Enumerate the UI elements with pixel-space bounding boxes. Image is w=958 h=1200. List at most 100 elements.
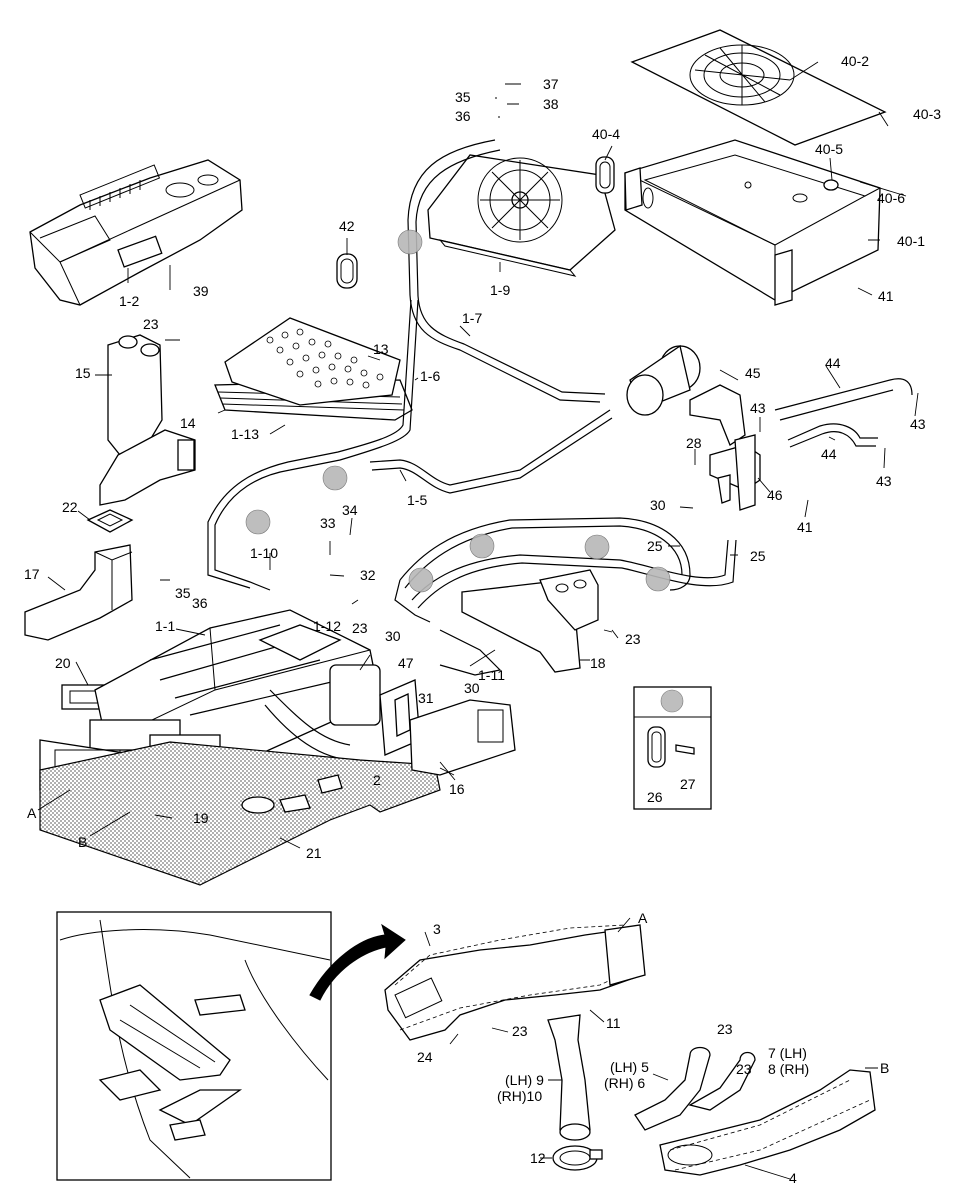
label-8-RH: 8 (RH) bbox=[768, 1061, 809, 1077]
condenser-1-9 bbox=[427, 154, 616, 277]
label-15: 15 bbox=[75, 365, 91, 381]
label-23: 23 bbox=[352, 620, 368, 636]
gasket-22 bbox=[86, 509, 134, 533]
label-12: 12 bbox=[530, 1150, 546, 1166]
label-47: 47 bbox=[398, 655, 414, 671]
label-41: 41 bbox=[878, 288, 894, 304]
filter-assembly-13 bbox=[214, 317, 413, 421]
label-43: 43 bbox=[910, 416, 926, 432]
label-30: 30 bbox=[385, 628, 401, 644]
label-28: 28 bbox=[686, 435, 702, 451]
compressor-assembly bbox=[626, 344, 746, 446]
label-16: 16 bbox=[449, 781, 465, 797]
label-40-3: 40-3 bbox=[913, 106, 941, 122]
grommet-40-5 bbox=[823, 179, 839, 191]
box-40-1 bbox=[624, 139, 881, 306]
label-1-1: 1-1 bbox=[155, 618, 175, 634]
base-mat-21 bbox=[39, 741, 441, 886]
nozzle-9-10 bbox=[547, 1014, 591, 1141]
label-A: A bbox=[27, 805, 37, 821]
marker-circles bbox=[245, 229, 671, 593]
label-27: 27 bbox=[680, 776, 696, 792]
label-18: 18 bbox=[590, 655, 606, 671]
label-35: 35 bbox=[455, 89, 471, 105]
label-11: 11 bbox=[606, 1015, 621, 1031]
label-30: 30 bbox=[650, 497, 666, 513]
console-panel-1-2 bbox=[29, 159, 243, 306]
label-24: 24 bbox=[417, 1049, 433, 1065]
label-43: 43 bbox=[750, 400, 766, 416]
leader-lines bbox=[37, 61, 919, 1180]
hose-44-upper bbox=[774, 378, 913, 411]
label-1-2: 1-2 bbox=[119, 293, 139, 309]
duct-bracket-15 bbox=[99, 334, 196, 506]
label-9-LH: (LH) 9 bbox=[505, 1072, 544, 1088]
label-44: 44 bbox=[825, 355, 841, 371]
label-6-RH: (RH) 6 bbox=[604, 1075, 645, 1091]
label-23: 23 bbox=[625, 631, 641, 647]
label-1-9: 1-9 bbox=[490, 282, 510, 298]
duct-3 bbox=[384, 924, 646, 1041]
legend-inset-box bbox=[633, 686, 712, 810]
duct-16 bbox=[409, 699, 516, 776]
label-1-5: 1-5 bbox=[407, 492, 427, 508]
label-B: B bbox=[78, 834, 87, 850]
clamp-12 bbox=[552, 1145, 603, 1171]
label-23: 23 bbox=[512, 1023, 528, 1039]
refrigerant-lines bbox=[207, 139, 737, 676]
nozzle-5-6 bbox=[634, 1046, 711, 1131]
label-40-2: 40-2 bbox=[841, 53, 869, 69]
label-31: 31 bbox=[418, 690, 434, 706]
label-26: 26 bbox=[647, 789, 663, 805]
label-3: 3 bbox=[433, 921, 441, 937]
label-13: 13 bbox=[373, 341, 389, 357]
nozzle-7-8 bbox=[688, 1051, 756, 1111]
label-2: 2 bbox=[373, 772, 381, 788]
label-7-LH: 7 (LH) bbox=[768, 1045, 807, 1061]
label-14: 14 bbox=[180, 415, 196, 431]
bracket-18 bbox=[461, 569, 599, 673]
hose-44-lower bbox=[787, 423, 878, 441]
label-35: 35 bbox=[175, 585, 191, 601]
label-1-6: 1-6 bbox=[420, 368, 440, 384]
label-1-11: 1-11 bbox=[478, 667, 505, 683]
label-39: 39 bbox=[193, 283, 209, 299]
label-1-10: 1-10 bbox=[250, 545, 278, 561]
label-A-bottom: A bbox=[638, 910, 648, 926]
label-22: 22 bbox=[62, 499, 78, 515]
label-10-RH: (RH)10 bbox=[497, 1088, 542, 1104]
label-37: 37 bbox=[543, 76, 559, 92]
label-34: 34 bbox=[342, 502, 358, 518]
label-38: 38 bbox=[543, 96, 559, 112]
cab-location-inset bbox=[56, 911, 332, 1181]
label-40-1: 40-1 bbox=[897, 233, 925, 249]
label-25: 25 bbox=[647, 538, 663, 554]
label-41: 41 bbox=[797, 519, 813, 535]
label-30: 30 bbox=[464, 680, 480, 696]
drier-46 bbox=[709, 434, 761, 511]
label-36: 36 bbox=[192, 595, 208, 611]
label-45: 45 bbox=[745, 365, 761, 381]
label-40-5: 40-5 bbox=[815, 141, 843, 157]
label-40-4: 40-4 bbox=[592, 126, 620, 142]
label-40-6: 40-6 bbox=[877, 190, 905, 206]
label-23: 23 bbox=[736, 1061, 752, 1077]
label-23: 23 bbox=[143, 316, 159, 332]
label-19: 19 bbox=[193, 810, 209, 826]
cover-40-2 bbox=[630, 29, 887, 146]
label-1-7: 1-7 bbox=[462, 310, 482, 326]
label-1-13: 1-13 bbox=[231, 426, 259, 442]
label-36: 36 bbox=[455, 108, 471, 124]
duct-17 bbox=[24, 544, 133, 641]
label-25: 25 bbox=[750, 548, 766, 564]
label-33: 33 bbox=[320, 515, 336, 531]
label-46: 46 bbox=[767, 487, 783, 503]
label-B-bottom: B bbox=[880, 1060, 889, 1076]
label-43: 43 bbox=[876, 473, 892, 489]
direction-arrow bbox=[309, 923, 406, 1001]
duct-4 bbox=[659, 1069, 876, 1176]
label-42: 42 bbox=[339, 218, 355, 234]
label-17: 17 bbox=[24, 566, 40, 582]
label-20: 20 bbox=[55, 655, 71, 671]
